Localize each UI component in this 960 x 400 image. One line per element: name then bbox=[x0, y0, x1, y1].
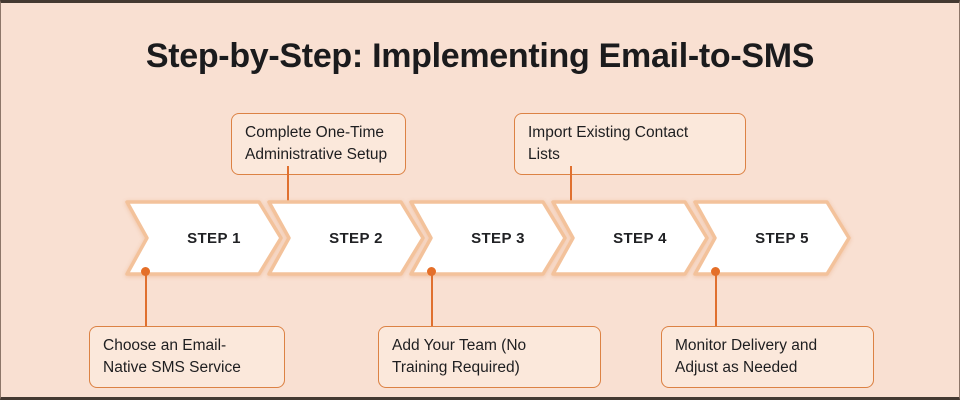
step-label: STEP 1 bbox=[187, 229, 241, 247]
callout-import-contacts: Import Existing Contact Lists bbox=[514, 113, 746, 175]
callout-monitor-delivery: Monitor Delivery and Adjust as Needed bbox=[661, 326, 874, 388]
connector-line-step4 bbox=[570, 166, 572, 220]
connector-line-step5 bbox=[715, 271, 717, 326]
page-title: Step-by-Step: Implementing Email-to-SMS bbox=[145, 37, 815, 75]
callout-administrative-setup: Complete One-Time Administrative Setup bbox=[231, 113, 406, 175]
chevron-step-5: STEP 5 bbox=[691, 198, 853, 278]
step-label: STEP 5 bbox=[755, 229, 809, 247]
chevron-arrow-icon bbox=[693, 200, 851, 276]
step-label: STEP 3 bbox=[471, 229, 525, 247]
connector-line-step1 bbox=[145, 271, 147, 326]
chevron-step-4: STEP 4 bbox=[549, 198, 711, 278]
connector-line-step3 bbox=[431, 271, 433, 326]
chevron-step-2: STEP 2 bbox=[265, 198, 427, 278]
chevron-step-3: STEP 3 bbox=[407, 198, 569, 278]
chevron-arrow-icon bbox=[125, 200, 283, 276]
callout-choose-service: Choose an Email- Native SMS Service bbox=[89, 326, 285, 388]
chevron-arrow-icon bbox=[551, 200, 709, 276]
chevron-arrow-icon bbox=[267, 200, 425, 276]
chevron-step-1: STEP 1 bbox=[123, 198, 285, 278]
step-label: STEP 2 bbox=[329, 229, 383, 247]
step-label: STEP 4 bbox=[613, 229, 667, 247]
callout-add-team: Add Your Team (No Training Required) bbox=[378, 326, 601, 388]
connector-line-step2 bbox=[287, 166, 289, 220]
chevron-arrow-icon bbox=[409, 200, 567, 276]
